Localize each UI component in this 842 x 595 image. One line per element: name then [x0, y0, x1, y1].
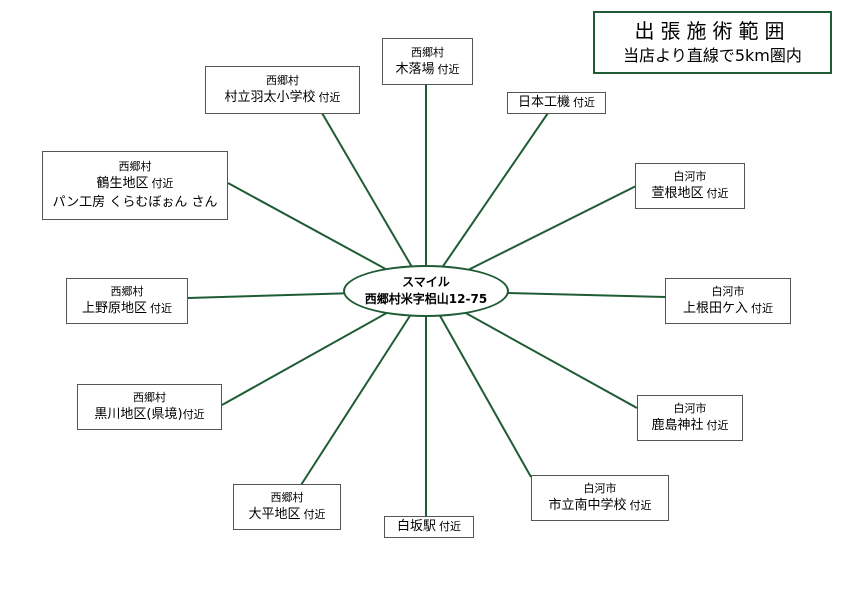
location-uta-sho: 西郷村 村立羽太小学校付近: [205, 66, 360, 114]
suffix-label: 付近: [751, 302, 773, 315]
shop-center-node: スマイル 西郷村米字梠山12-75: [343, 265, 509, 317]
location-nihon-kogyo: 日本工機付近: [507, 92, 606, 114]
suffix-label: 付近: [303, 508, 326, 521]
location-shirasaka: 白坂駅付近: [384, 516, 474, 538]
suffix-label: 付近: [439, 520, 461, 533]
place-label: 上野原地区: [81, 301, 147, 316]
line-taihei: [300, 290, 427, 486]
suffix-label: 付近: [318, 91, 341, 104]
region-label: 白河市: [673, 170, 707, 183]
extra-label: パン工房 くらむぼぉん さん: [52, 195, 218, 210]
suffix-label: 付近: [182, 408, 205, 421]
place-label: 萱根地区: [651, 186, 704, 201]
line-uta-sho: [321, 112, 427, 292]
region-label: 西郷村: [411, 45, 444, 59]
location-uwanohara: 西郷村 上野原地区付近: [66, 278, 188, 324]
suffix-label: 付近: [150, 302, 172, 315]
region-label: 西郷村: [118, 160, 152, 173]
place-label: 木落場: [395, 61, 435, 77]
region-label: 白河市: [711, 285, 745, 298]
location-minami-chu: 白河市 市立南中学校付近: [531, 475, 669, 521]
suffix-label: 付近: [573, 96, 595, 109]
location-kaminedagakeiri: 白河市 上根田ケ入付近: [665, 278, 791, 324]
place-label: 市立南中学校: [548, 498, 627, 513]
region-label: 白河市: [583, 482, 617, 495]
place-label: 白坂駅: [396, 519, 436, 534]
place-label: 黒川地区(県境): [94, 407, 183, 422]
service-area-subtitle: 当店より直線で5km圏内: [623, 45, 802, 65]
place-label: 大平地区: [248, 507, 301, 522]
place-label: 鹿島神社: [651, 418, 704, 433]
shop-address: 西郷村米字梠山12-75: [364, 292, 488, 306]
suffix-label: 付近: [437, 62, 460, 76]
suffix-label: 付近: [706, 187, 729, 200]
line-minami-chu: [425, 290, 532, 478]
place-label: 村立羽太小学校: [224, 90, 316, 105]
region-label: 西郷村: [133, 391, 166, 404]
region-label: 西郷村: [266, 74, 299, 87]
region-label: 西郷村: [110, 285, 144, 298]
place-label: 鶴生地区: [96, 176, 149, 191]
location-kashima: 白河市 鹿島神社付近: [637, 395, 743, 441]
location-kiochiba: 西郷村 木落場付近: [382, 38, 473, 85]
location-taihei: 西郷村 大平地区付近: [233, 484, 341, 530]
suffix-label: 付近: [629, 499, 652, 512]
service-area-title: 出張施術範囲: [634, 18, 791, 43]
region-label: 西郷村: [270, 491, 304, 504]
region-label: 白河市: [673, 402, 707, 415]
suffix-label: 付近: [706, 419, 729, 432]
line-nihon-kogyo: [425, 112, 549, 292]
place-label: 日本工機: [517, 95, 570, 110]
suffix-label: 付近: [151, 177, 174, 190]
location-tsurusei: 西郷村 鶴生地区付近 パン工房 くらむぼぉん さん: [42, 151, 228, 220]
service-area-title-box: 出張施術範囲 当店より直線で5km圏内: [593, 11, 832, 74]
place-label: 上根田ケ入: [682, 301, 748, 316]
shop-name: スマイル: [402, 275, 450, 289]
location-kayane: 白河市 萱根地区付近: [635, 163, 745, 209]
location-kurokawa: 西郷村 黒川地区(県境)付近: [77, 384, 222, 430]
